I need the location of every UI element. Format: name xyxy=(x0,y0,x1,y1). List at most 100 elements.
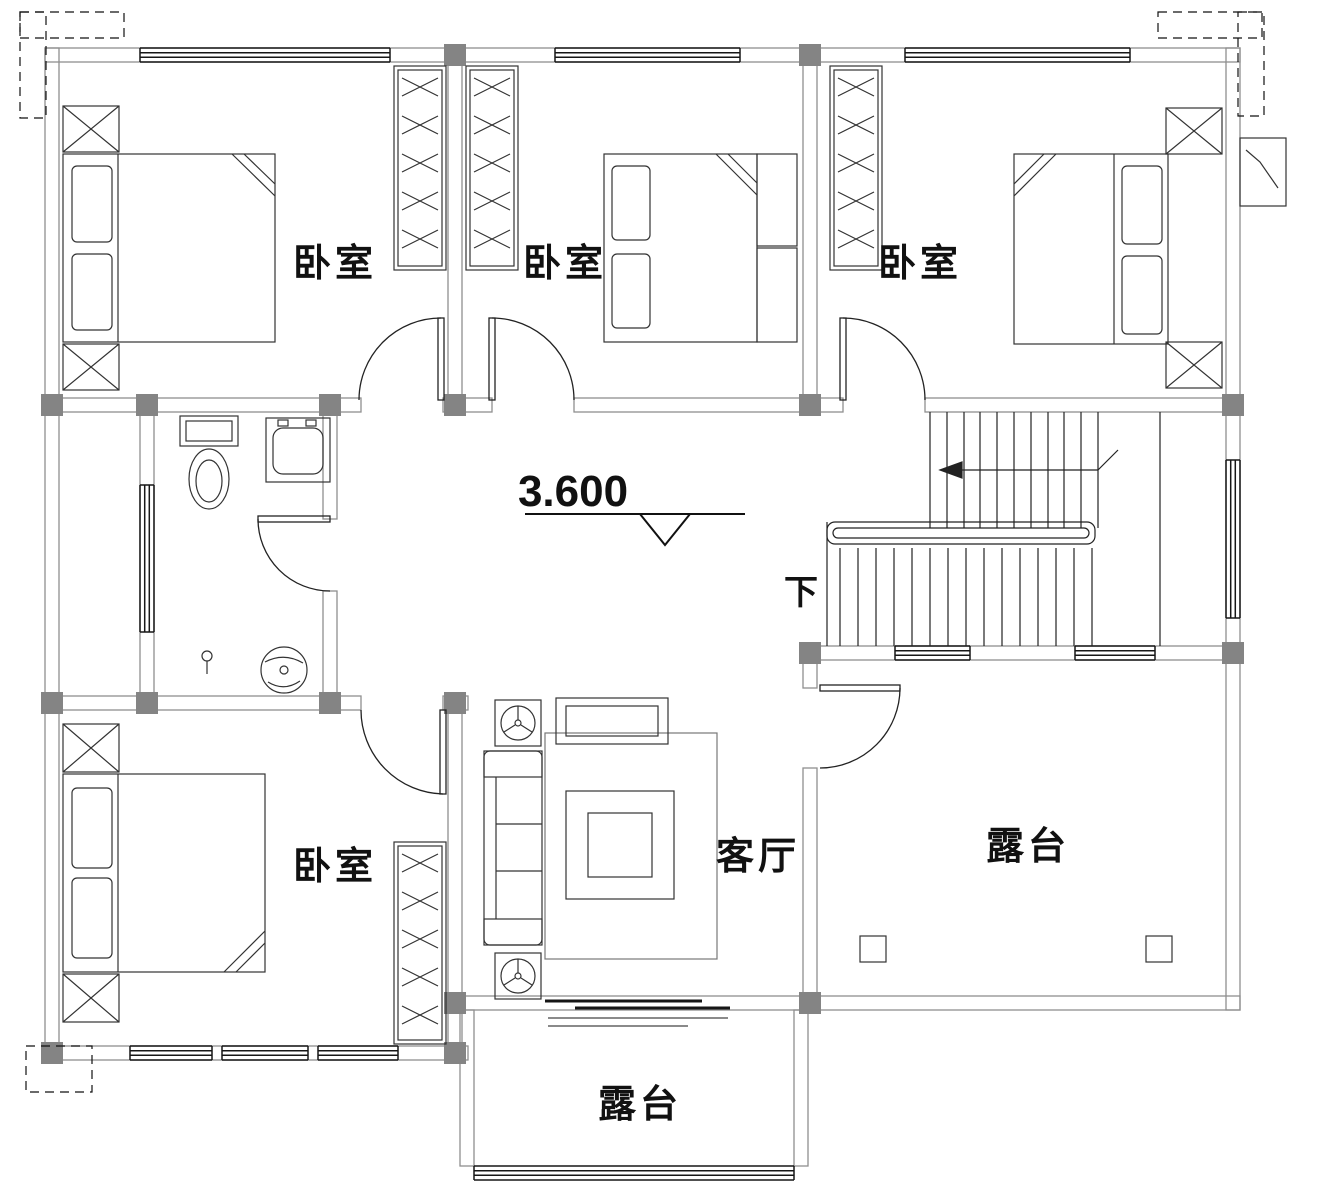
column xyxy=(1222,394,1244,416)
wall-bath-left xyxy=(139,411,155,697)
wardrobe xyxy=(393,65,447,271)
door-leaf xyxy=(437,317,445,401)
room-label-terrace-right: 露台 xyxy=(986,826,1070,868)
pillow xyxy=(611,253,651,329)
pillow xyxy=(71,877,113,959)
window xyxy=(904,47,1131,63)
nightstand-cross xyxy=(62,973,120,1023)
room-label-terrace-bottom: 露台 xyxy=(598,1084,682,1126)
living-room-furniture xyxy=(483,697,718,1000)
wall-bed4-top xyxy=(44,695,362,711)
door-leaf xyxy=(488,317,496,401)
stair-arrow-icon xyxy=(938,461,963,479)
nightstand-cross xyxy=(1165,341,1223,389)
window-bed4 xyxy=(129,1045,213,1061)
sink xyxy=(265,417,331,483)
column xyxy=(444,394,466,416)
dresser xyxy=(756,153,798,247)
corner-mark xyxy=(19,11,47,119)
room-label-living-room: 客厅 xyxy=(716,835,800,878)
elevation-value: 3.600 xyxy=(518,467,628,516)
wall-mid xyxy=(44,397,362,413)
pillow xyxy=(611,165,651,241)
column xyxy=(136,692,158,714)
column xyxy=(41,1042,63,1064)
column xyxy=(41,692,63,714)
window-bed4 xyxy=(221,1045,309,1061)
column xyxy=(41,394,63,416)
door-leaf xyxy=(439,709,447,795)
wall-stair-bottom xyxy=(807,645,1241,661)
elevation-symbol xyxy=(525,513,745,547)
pillow xyxy=(71,253,113,331)
stair-boundaries xyxy=(826,412,1161,646)
door-bedroom-top-middle xyxy=(488,317,575,401)
window xyxy=(139,47,391,63)
bed-top-right xyxy=(1013,107,1223,389)
stairs xyxy=(826,412,1161,646)
terrace-railing xyxy=(473,1165,795,1181)
terrace-step-lines xyxy=(548,1017,728,1027)
wall-mid xyxy=(573,397,844,413)
door-swing-arc xyxy=(358,317,442,401)
window-bathroom xyxy=(139,484,155,633)
ceiling-fan-icon xyxy=(494,952,542,1000)
wall-mid xyxy=(924,397,1241,413)
windows-layer xyxy=(129,47,1241,1181)
dresser xyxy=(756,247,798,343)
corner-mark xyxy=(25,1045,93,1093)
room-label-bedroom-top-left: 卧室 xyxy=(293,242,377,285)
door-swing-arc xyxy=(257,518,331,592)
corner-mark xyxy=(1237,11,1265,117)
wall-mid xyxy=(442,397,493,413)
door-leaf xyxy=(257,515,331,523)
labels-layer: 卧室 卧室 卧室 卧室 客厅 露台 露台 3.600 下 xyxy=(293,242,1070,1126)
sofa xyxy=(483,750,543,946)
nightstand-cross xyxy=(62,343,120,391)
wall-bed2-bed3 xyxy=(802,61,818,399)
window xyxy=(554,47,741,63)
nightstand-cross xyxy=(1165,107,1223,155)
pillow xyxy=(71,165,113,243)
ceiling-fan-icon xyxy=(494,699,542,747)
elevation-triangle-icon xyxy=(637,513,693,547)
bed-top-left xyxy=(62,105,276,391)
columns-layer xyxy=(41,44,1244,1064)
doors-layer xyxy=(257,317,926,795)
walls-layer xyxy=(44,47,1241,1167)
bed xyxy=(62,773,266,973)
window-stair xyxy=(1225,459,1241,619)
door-swing-arc xyxy=(842,317,926,401)
corner-mark xyxy=(19,11,125,39)
downpipe xyxy=(1239,137,1287,207)
room-label-bedroom-bottom-left: 卧室 xyxy=(293,845,377,888)
column xyxy=(444,992,466,1014)
stair-direction-tail xyxy=(1097,449,1119,471)
wardrobe xyxy=(393,841,447,1045)
nightstand-cross xyxy=(62,105,120,153)
terrace-planter xyxy=(859,935,887,963)
nightstand xyxy=(62,723,120,773)
corner-mark xyxy=(1157,11,1263,39)
column xyxy=(444,692,466,714)
window-under-stair xyxy=(1074,645,1156,661)
column xyxy=(799,394,821,416)
pillow xyxy=(1121,165,1163,245)
toilet xyxy=(179,415,239,510)
bed-top-middle xyxy=(603,153,798,343)
wardrobe xyxy=(829,65,883,271)
stair-handrail-inner xyxy=(832,527,1090,539)
wall-bed1-bed2 xyxy=(447,61,463,399)
door-swing-arc xyxy=(819,687,901,769)
wall-living-terrace xyxy=(802,767,818,997)
wall-left xyxy=(44,47,60,1061)
bed xyxy=(62,153,276,343)
door-leaf xyxy=(839,317,847,401)
rug xyxy=(544,732,718,960)
door-swing-arc xyxy=(491,317,575,401)
column xyxy=(1222,642,1244,664)
nightstand xyxy=(1165,107,1223,155)
window-under-stair xyxy=(894,645,971,661)
washing-machine xyxy=(260,646,308,694)
